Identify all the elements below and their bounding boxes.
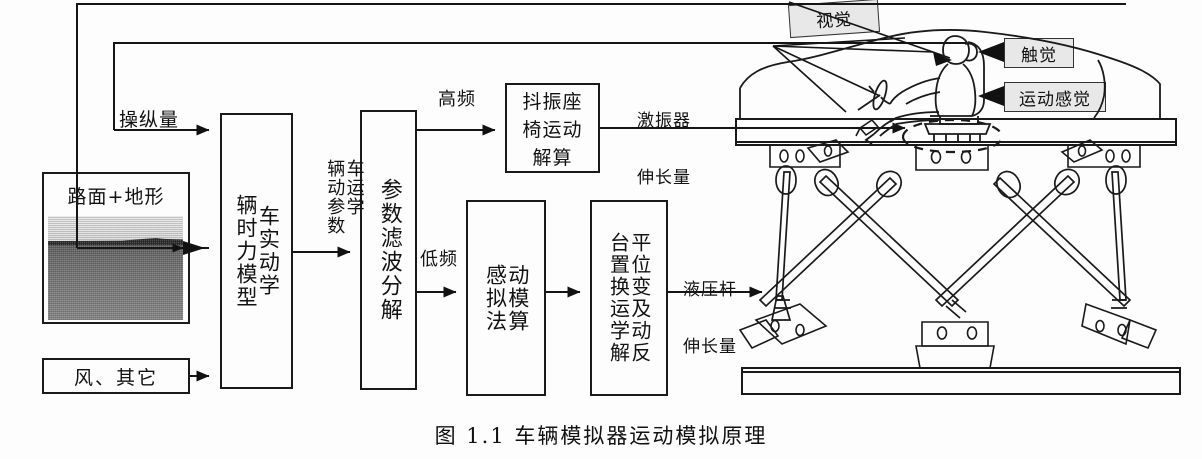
edge-label-hydraulic-rod-elongation: 液压杆 伸长量 [683, 243, 737, 395]
seat-shaker-line-2: 椅运动 [522, 118, 583, 141]
block-parameter-filter-label: 参数滤波分解 [376, 178, 402, 322]
terrain-ground [48, 241, 183, 320]
vehicle-model-col-2: 辆时力模型 [234, 193, 258, 309]
motion-cueing-col-1: 动模算 [505, 263, 530, 333]
edge-label-exciter-elongation: 激振器 伸长量 [637, 74, 691, 226]
arrowhead-tactile [978, 42, 1004, 62]
terrain-halftone-grain [48, 216, 183, 320]
platform-kinematics-col-2: 台置换运学解 [606, 232, 631, 364]
callout-tactile-label: 触觉 [1021, 45, 1057, 66]
platform-base-plate [741, 367, 1181, 395]
simulator-illustration [735, 29, 1181, 395]
edge-label-control-input: 操纵量 [119, 109, 180, 131]
edge-label-vehicle-motion-params: 车运学 辆动参数 [302, 139, 365, 260]
figure-caption: 图 1.1 车辆模拟器运动模拟原理 [434, 424, 768, 448]
motion-cueing-col-2: 感拟法 [483, 263, 508, 333]
block-parameter-filter: 参数滤波分解 [360, 110, 417, 390]
arrowhead-motion-sense [978, 86, 1004, 106]
platform-kinematics-col-1: 平位变及动反 [627, 232, 652, 364]
vehicle-motion-params-col-2: 辆动参数 [324, 159, 346, 236]
platform-lower-joints [738, 302, 1158, 369]
exciter-elongation-line-1: 激振器 [637, 111, 691, 132]
vibration-exciter-indicator [901, 118, 1004, 154]
block-motion-cueing-text: 动模算 感拟法 [483, 202, 530, 394]
platform-upper-plate [735, 118, 1177, 146]
block-vehicle-dynamics-model-text: 车实动学 辆时力模型 [234, 115, 281, 387]
seat-shaker-line-3: 解算 [532, 146, 573, 169]
hydraulic-rod-line-1: 液压杆 [683, 280, 737, 301]
actuator-legs [758, 165, 1132, 321]
block-wind-other: 风、其它 [42, 358, 190, 394]
block-vehicle-dynamics-model: 车实动学 辆时力模型 [220, 113, 293, 389]
hydraulic-rod-line-2: 伸长量 [683, 337, 737, 358]
driver-figure [864, 35, 978, 145]
steering-wheel [857, 79, 888, 111]
vehicle-motion-params-col-1: 车运学 [343, 159, 365, 217]
pedals [855, 118, 880, 137]
block-platform-kinematics-text: 平位变及动反 台置换运学解 [606, 202, 652, 394]
edge-label-high-frequency: 高频 [438, 89, 476, 110]
callout-vision: 视觉 [787, 0, 881, 39]
callout-tactile: 触觉 [1004, 38, 1074, 68]
edge-label-low-frequency: 低频 [420, 249, 458, 270]
callout-motion-sense: 运动感觉 [1004, 82, 1106, 112]
block-seat-shaker-solver: 抖振座 椅运动 解算 [505, 83, 600, 173]
seat-shaker-line-1: 抖振座 [522, 90, 583, 113]
block-platform-kinematics: 平位变及动反 台置换运学解 [590, 200, 668, 396]
block-motion-cueing-algorithm: 动模算 感拟法 [466, 200, 546, 396]
driver-seat [923, 41, 992, 141]
vehicle-model-col-1: 车实动学 [256, 205, 281, 297]
callout-vision-label: 视觉 [815, 9, 853, 33]
terrain-photo [48, 216, 183, 320]
block-wind-other-label: 风、其它 [73, 366, 158, 389]
callout-motion-sense-label: 运动感觉 [1019, 89, 1091, 110]
arrowhead-vision [933, 52, 952, 66]
platform-upper-joints [769, 139, 1141, 171]
block-road-terrain-title: 路面+地形 [67, 186, 165, 208]
exciter-elongation-line-2: 伸长量 [637, 168, 691, 189]
